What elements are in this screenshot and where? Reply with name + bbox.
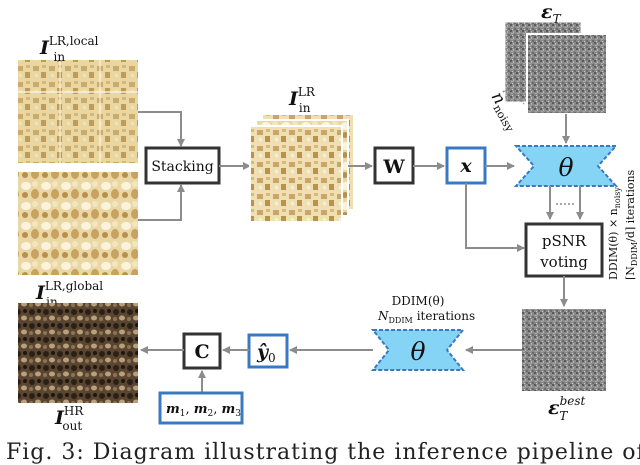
best-noise-image (522, 309, 606, 391)
lr-global-image (18, 172, 138, 275)
c-label: C (194, 341, 209, 363)
stacking-box (144, 146, 221, 185)
m-label: m1, m2, m3 (166, 402, 241, 419)
psnr-line2: voting (539, 253, 588, 271)
theta-top-label: θ (558, 153, 573, 182)
arrow-x-to-psnr (465, 183, 525, 252)
w-box (373, 146, 415, 185)
vertical-iter-label-2: ⌈NDDIM/d⌉ iterations (624, 169, 639, 280)
noise-stack-image (504, 21, 608, 115)
lr-local-image (18, 60, 138, 163)
hr-output-image (18, 303, 138, 403)
n-noisy-bracket (502, 86, 525, 105)
theta-bottom-label: θ (410, 337, 425, 366)
y0-label: ŷ0 (256, 341, 276, 365)
psnr-line1: pSNR (542, 232, 587, 250)
vertical-iter-label-1: DDIM(θ) × nnoisy (607, 187, 622, 280)
lr-stacked-image (249, 113, 355, 223)
m-box (158, 391, 244, 425)
arrow-global-to-stacking (138, 184, 185, 221)
psnr-voting-box (524, 222, 604, 278)
stacking-label: Stacking (151, 159, 213, 175)
ddim-top-label: DDIM(θ) (392, 294, 445, 308)
theta-top-shape (513, 145, 619, 187)
w-label: W (382, 156, 405, 178)
eps-t-label: εT (541, 1, 562, 26)
x-label: x (459, 155, 472, 177)
arrow-local-to-stacking (138, 111, 185, 147)
figure-caption: Fig. 3: Diagram illustrating the inferen… (6, 440, 640, 465)
theta-bottom-shape (370, 329, 466, 371)
